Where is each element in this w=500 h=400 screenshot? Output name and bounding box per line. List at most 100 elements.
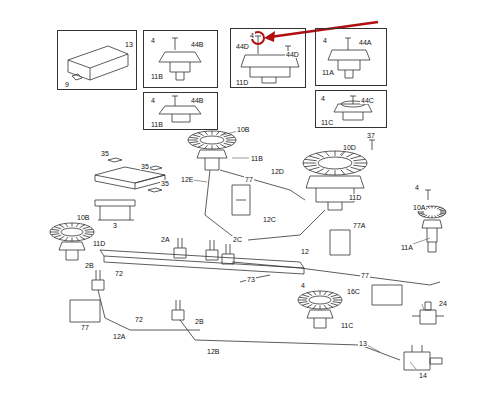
fin — [65, 223, 68, 226]
fin — [324, 291, 327, 294]
fin — [305, 165, 317, 166]
fin — [331, 303, 338, 305]
callout-number: 11D — [348, 194, 362, 201]
fin — [189, 142, 198, 143]
clip — [108, 158, 162, 192]
fin — [435, 206, 437, 208]
callout-number: 35 — [160, 180, 170, 187]
callout-number: 2C — [232, 236, 243, 243]
fin — [354, 163, 367, 164]
fin — [351, 167, 361, 170]
leader-line — [193, 131, 430, 369]
fin — [316, 153, 324, 157]
fin — [54, 227, 61, 229]
callout-number: 4 — [322, 37, 328, 44]
callout-number: 16C — [346, 288, 361, 295]
callout-number: 11B — [150, 73, 164, 80]
inset-frame: 444C11C — [315, 90, 387, 128]
callout-number: 12 — [300, 248, 310, 255]
fin — [346, 169, 354, 173]
fin — [54, 235, 61, 237]
fin — [59, 236, 64, 239]
callout-number: 72 — [134, 316, 144, 323]
mounting-bracket — [70, 185, 402, 322]
callout-number: 4 — [150, 97, 156, 104]
callout-number: 4 — [150, 37, 156, 44]
callout-number: 77 — [244, 176, 254, 183]
fin — [224, 135, 232, 137]
inset-frame: 4 44B 11B — [143, 92, 218, 130]
callout-number: 11B — [250, 155, 264, 162]
callout-number: 44D — [285, 51, 300, 58]
fin — [189, 137, 198, 138]
bracket — [95, 200, 135, 220]
fin — [432, 206, 433, 208]
fin — [85, 229, 93, 230]
fin — [335, 151, 336, 156]
fin — [419, 213, 424, 215]
fin — [85, 234, 93, 235]
fin — [212, 145, 213, 149]
fin — [302, 295, 309, 297]
callout-number: 10A — [412, 204, 426, 211]
callout-number: 4 — [320, 95, 326, 102]
inset-frame: 444D44D11D — [230, 28, 306, 88]
callout-number: 11B — [150, 121, 164, 128]
callout-number: 10D — [342, 144, 357, 151]
callout-number: 4 — [414, 184, 420, 191]
callout-number: 44B — [190, 97, 204, 104]
callout-number: 11D — [92, 240, 106, 247]
callout-number: 2B — [84, 262, 95, 269]
callout-number: 35 — [100, 150, 110, 157]
fin — [224, 143, 232, 145]
callout-number: 12D — [270, 168, 285, 175]
fin — [313, 291, 316, 294]
fin — [72, 223, 73, 227]
cover — [68, 46, 128, 80]
callout-number: 12C — [262, 216, 277, 223]
fin — [65, 237, 68, 240]
callout-number: 24 — [438, 300, 448, 307]
fin — [333, 302, 341, 303]
callout-number: 2B — [194, 318, 205, 325]
manifold — [100, 250, 304, 274]
callout-number: 77 — [360, 272, 370, 279]
fin — [421, 214, 426, 215]
fin — [307, 293, 312, 296]
fin — [333, 297, 341, 298]
fin — [439, 214, 444, 215]
fin — [328, 293, 333, 296]
burner-base — [159, 36, 372, 122]
fin — [328, 304, 333, 307]
callout-number: 4 — [300, 282, 306, 289]
callout-number: 44B — [190, 41, 204, 48]
fin — [216, 145, 219, 148]
fin — [83, 235, 90, 237]
burner — [50, 131, 446, 309]
fin — [85, 232, 94, 233]
valve — [92, 238, 234, 320]
callout-number: 11A — [400, 244, 414, 251]
callout-number: 44D — [235, 43, 250, 50]
fin — [324, 305, 327, 308]
fin — [226, 140, 236, 141]
callout-number: 12E — [180, 176, 194, 183]
fin — [299, 302, 307, 303]
fin — [50, 232, 59, 233]
fin — [305, 159, 317, 160]
fin — [80, 225, 85, 228]
callout-number: 10B — [236, 126, 250, 133]
fin — [83, 227, 90, 229]
fin — [341, 170, 345, 175]
callout-number: 77A — [352, 222, 366, 229]
callout-number: 13 — [358, 340, 368, 347]
fin — [51, 229, 59, 230]
fin — [428, 206, 430, 208]
fin — [309, 156, 319, 159]
fin — [80, 236, 85, 239]
bracket — [95, 167, 165, 189]
callout-number: 9 — [64, 81, 70, 88]
fin — [303, 163, 316, 164]
fin — [212, 131, 213, 135]
